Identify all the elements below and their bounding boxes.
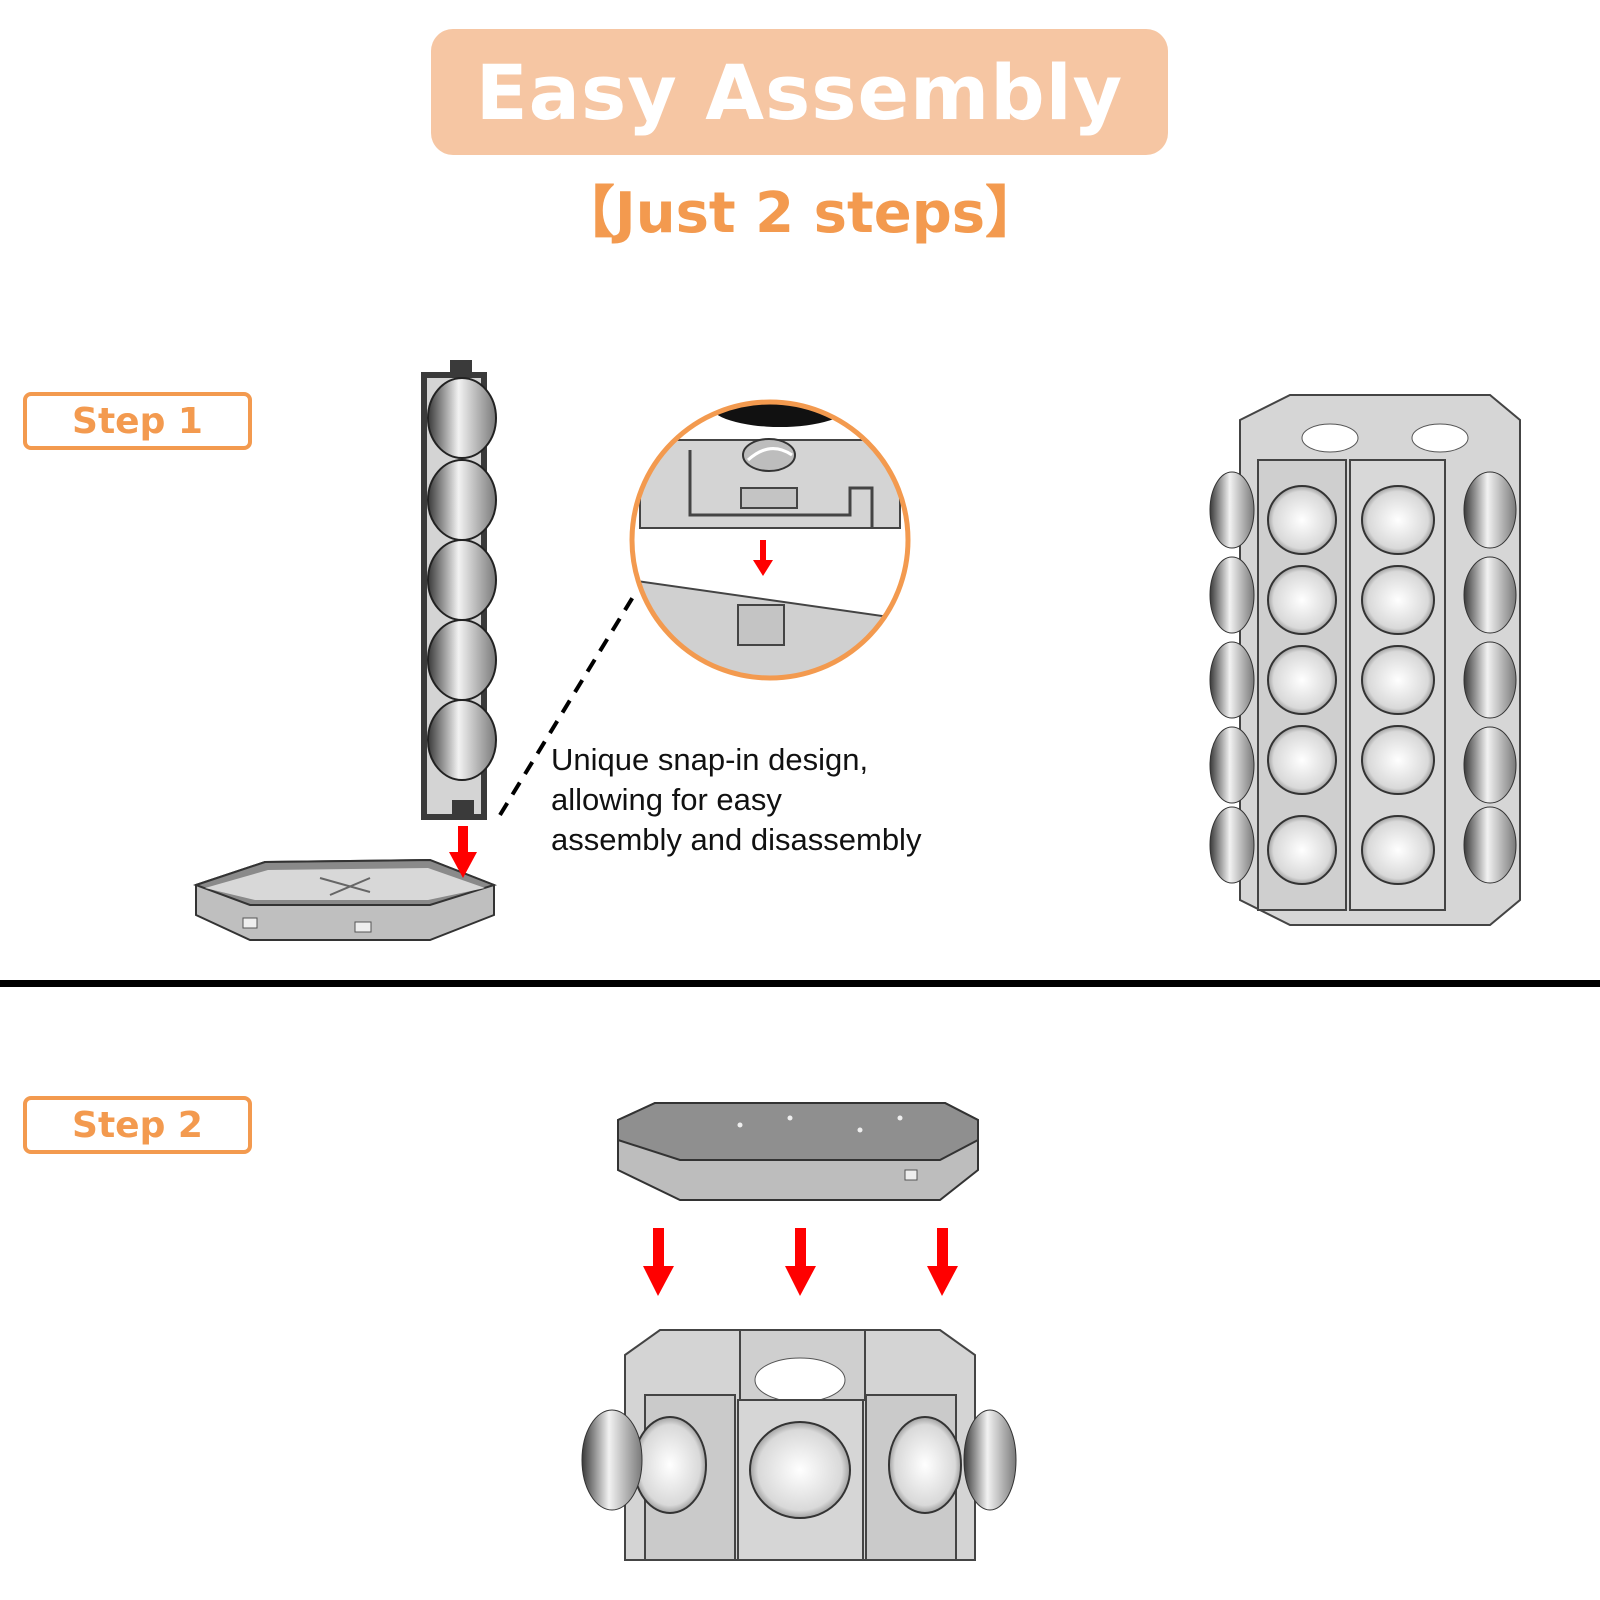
step-2-badge: Step 2	[23, 1096, 252, 1154]
arrow-down-icon	[643, 1228, 674, 1296]
callout-leader-line	[498, 590, 638, 817]
arrow-down-icon	[927, 1228, 958, 1296]
section-divider	[0, 980, 1600, 987]
zoom-detail	[629, 399, 911, 681]
strip-panel	[421, 360, 497, 820]
callout-line: Unique snap-in design,	[551, 742, 869, 777]
rack-top-section	[581, 1329, 1017, 1561]
arrow-down-icon	[753, 540, 773, 576]
snap-in-callout: Unique snap-in design, allowing for easy…	[551, 740, 971, 860]
page-subtitle: 【Just 2 steps】	[558, 181, 1042, 246]
strip-cup-holders	[427, 377, 497, 781]
step-1-badge: Step 1	[23, 392, 252, 450]
callout-line: allowing for easy	[551, 782, 782, 817]
arrow-down-icon	[449, 826, 477, 878]
assembled-rack	[1209, 394, 1521, 926]
top-plate	[617, 1102, 979, 1201]
rack-cup-holes	[1267, 485, 1435, 885]
callout-line: assembly and disassembly	[551, 822, 922, 857]
arrow-down-icon	[785, 1228, 816, 1296]
page-title: Easy Assembly	[475, 47, 1124, 137]
rack-side-cups	[1209, 471, 1517, 884]
base-plate	[192, 858, 498, 941]
title-badge: Easy Assembly	[431, 29, 1168, 155]
